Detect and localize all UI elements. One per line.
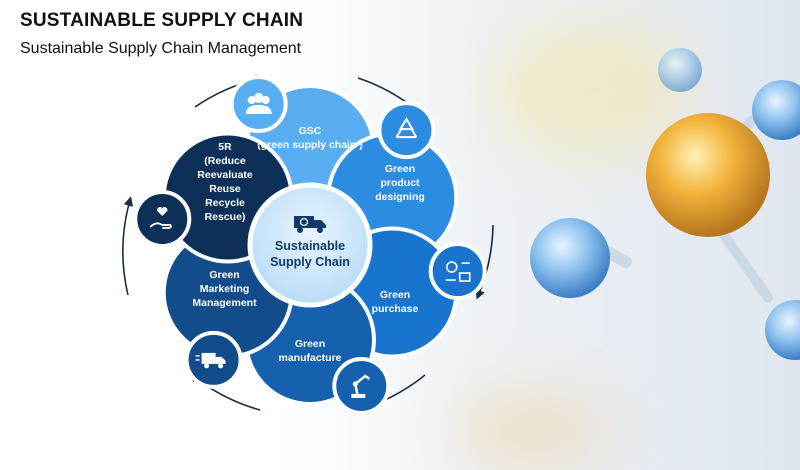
molecule-blue-sphere-left: [530, 218, 610, 298]
truck-recycle-icon: [294, 216, 326, 233]
segment-label-green-purchase: Green purchase: [371, 289, 419, 315]
segment-label-gsc: GSC (green supply chain ): [257, 125, 363, 151]
segment-label-green-marketing: Green Marketing Management: [192, 269, 257, 309]
molecule-blue-sphere-far: [658, 48, 702, 92]
page-subtitle: Sustainable Supply Chain Management: [20, 40, 302, 57]
background-glow-yellow: [490, 20, 690, 160]
people-group-icon: [245, 93, 272, 115]
arrow-design-to-purchase: [475, 224, 494, 300]
segment-label-green-manufacture: Green manufacture: [278, 338, 342, 364]
recycle-icon: [395, 117, 418, 139]
molecule-blue-sphere-bottom: [765, 300, 800, 360]
segment-label-green-product-designing: Green product designing: [375, 163, 425, 203]
purchase-flow-icon-badge: [428, 242, 487, 301]
cycle-diagram: [122, 48, 800, 415]
segment-label-5r: 5R (Reduce Reevaluate Reuse Recycle Resc…: [197, 141, 253, 223]
purchase-flow-icon: [445, 261, 471, 282]
molecule-blue-sphere-top: [752, 80, 800, 140]
page-title: SUSTAINABLE SUPPLY CHAIN: [20, 10, 304, 31]
molecule-orange-sphere: [646, 113, 770, 237]
arrow-marketing-to-5r: [122, 196, 134, 296]
robot-arm-icon: [351, 374, 371, 398]
center-circle: [247, 182, 373, 308]
robot-arm-icon-badge: [332, 356, 391, 415]
people-group-icon-badge: [229, 75, 288, 134]
center-label: Sustainable Supply Chain: [270, 239, 350, 269]
hand-heart-icon: [149, 207, 172, 229]
molecule-illustration: [530, 48, 800, 360]
hand-heart-icon-badge: [133, 189, 192, 248]
delivery-truck-icon: [195, 352, 226, 369]
